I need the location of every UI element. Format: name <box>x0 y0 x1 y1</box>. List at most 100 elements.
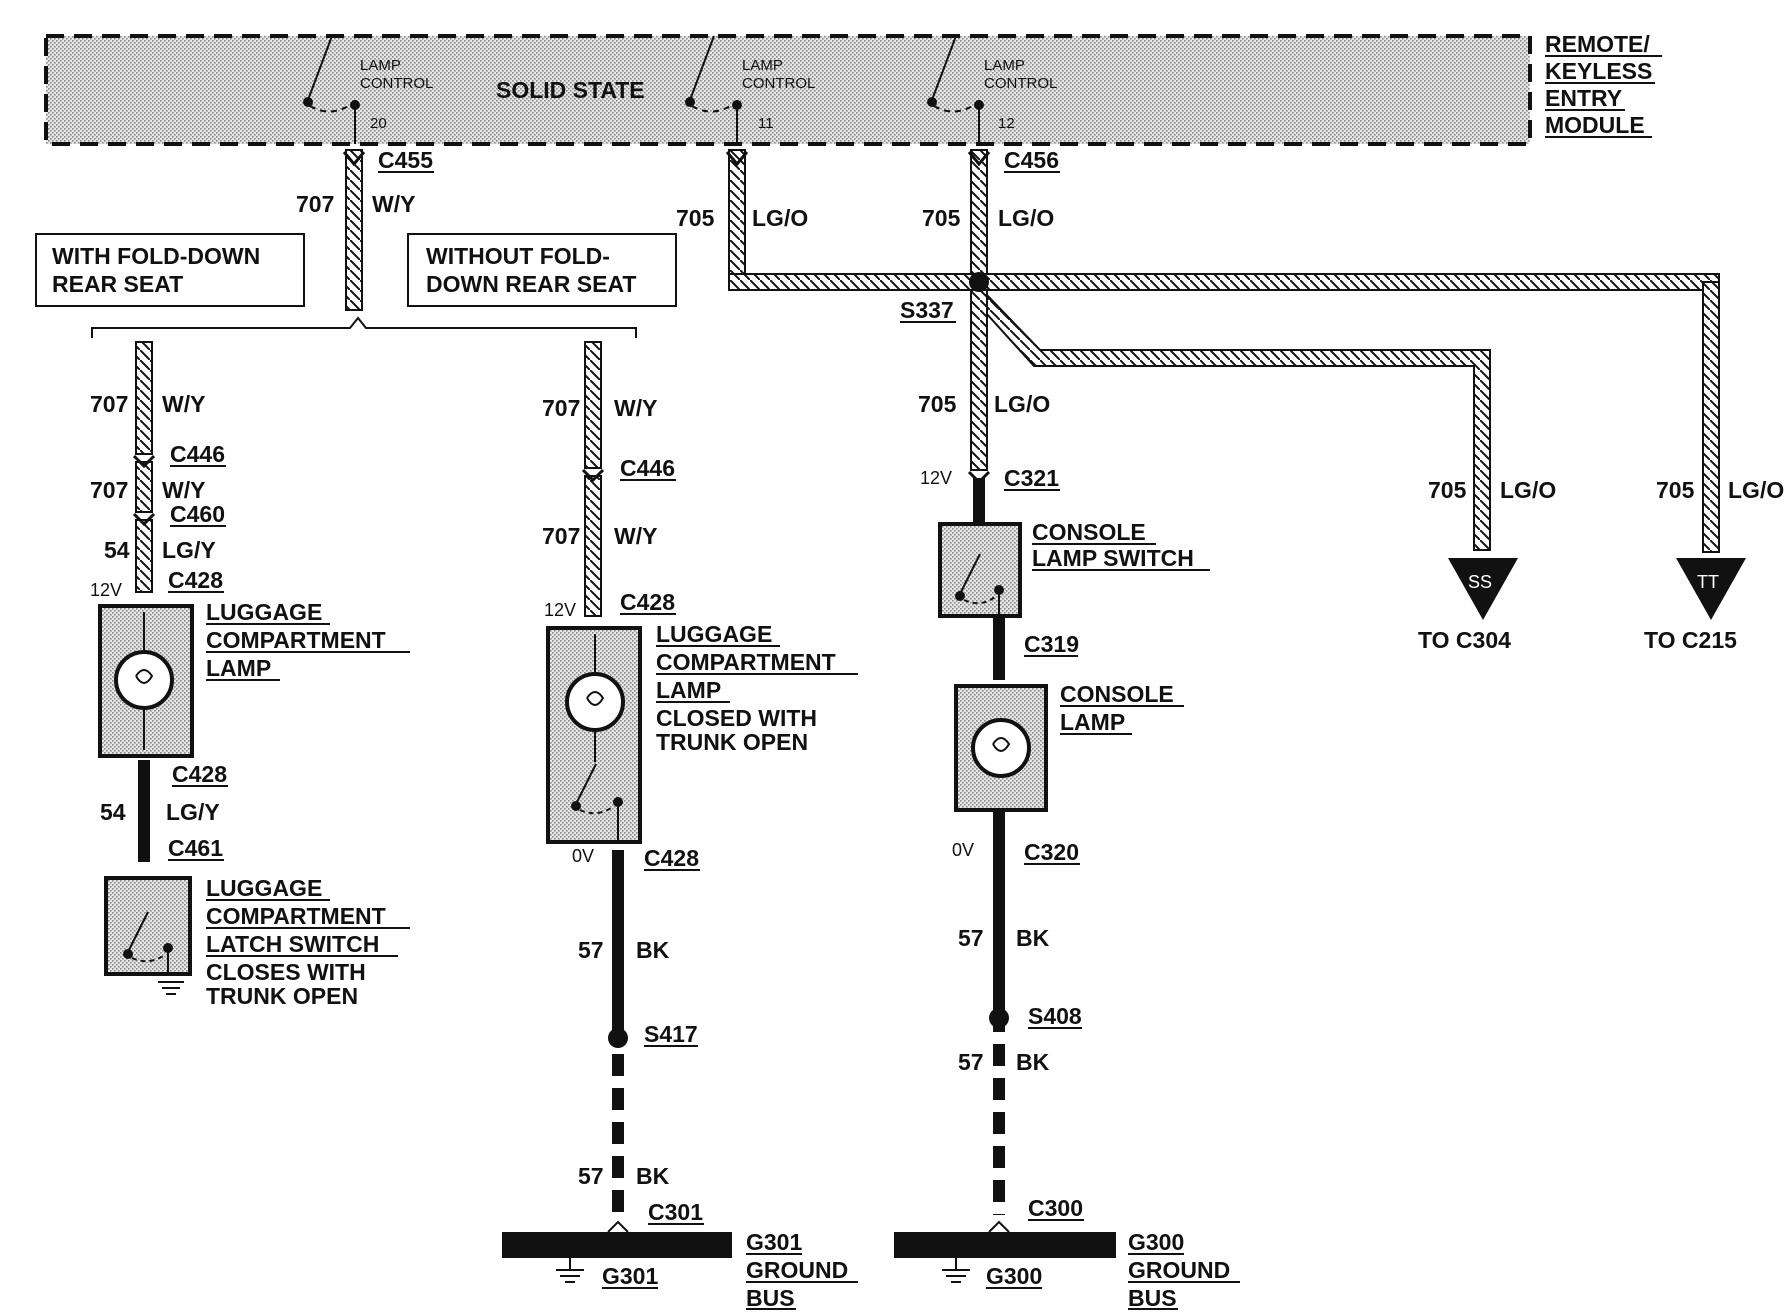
offpage-ss-letter: SS <box>1468 572 1492 592</box>
module-name-line: ENTRY <box>1545 85 1622 111</box>
connector-c428: C428 <box>644 845 699 871</box>
color-wy: W/Y <box>162 477 205 503</box>
connector-c428: C428 <box>168 567 223 593</box>
component-label: CONSOLE <box>1032 519 1146 545</box>
connector-c320: C320 <box>1024 839 1079 865</box>
with-fold-down-note: WITH FOLD-DOWN REAR SEAT <box>35 233 305 307</box>
offpage-tt: TT TO C215 <box>1644 558 1746 653</box>
circuit-707: 707 <box>90 391 128 417</box>
lamp-label: LAMP <box>742 57 783 74</box>
offpage-ss: SS TO C304 <box>1418 558 1518 653</box>
circuit-707: 707 <box>542 395 580 421</box>
color-bk: BK <box>1016 1049 1050 1075</box>
voltage-0v: 0V <box>572 846 594 866</box>
component-label: LAMP SWITCH <box>1032 545 1194 571</box>
solid-state-label: SOLID STATE <box>496 77 645 103</box>
voltage-0v: 0V <box>952 840 974 860</box>
circuit-705: 705 <box>1656 477 1695 503</box>
component-label: LAMP <box>656 677 721 703</box>
luggage-compartment-lamp-middle: LUGGAGE COMPARTMENT LAMP CLOSED WITH TRU… <box>546 621 858 844</box>
connector-c456: C456 <box>1004 147 1059 173</box>
labels: C455 707 W/Y 705 LG/O C456 705 LG/O WITH… <box>35 147 1784 1311</box>
connector-c461: C461 <box>168 835 223 861</box>
component-label: LATCH SWITCH <box>206 931 379 957</box>
ground-g300: G300 <box>986 1263 1042 1289</box>
circuit-707: 707 <box>542 523 580 549</box>
lamp-control-switch-11: LAMP CONTROL 11 <box>685 35 815 144</box>
luggage-compartment-lamp-left: LUGGAGE COMPARTMENT LAMP <box>98 599 410 758</box>
color-lgo: LG/O <box>1728 477 1784 503</box>
circuit-54: 54 <box>100 799 126 825</box>
component-note: CLOSED WITH <box>656 705 817 731</box>
ground-label: G300 <box>1128 1229 1184 1255</box>
pin-11: 11 <box>758 115 774 132</box>
circuit-57: 57 <box>958 925 984 951</box>
lamp-label: LAMP <box>984 57 1025 74</box>
color-bk: BK <box>636 1163 670 1189</box>
color-lgo: LG/O <box>752 205 808 231</box>
connector-c321: C321 <box>1004 465 1059 491</box>
ground-label: G301 <box>746 1229 802 1255</box>
connector-marks <box>132 151 991 527</box>
color-wy: W/Y <box>162 391 205 417</box>
splice-s337: S337 <box>900 297 954 323</box>
connector-c301: C301 <box>648 1199 703 1225</box>
color-lgo: LG/O <box>998 205 1054 231</box>
circuit-57: 57 <box>958 1049 984 1075</box>
ground-label: BUS <box>746 1285 795 1311</box>
splice-s408: S408 <box>1028 1003 1082 1029</box>
color-lgy: LG/Y <box>162 537 216 563</box>
without-fold-down-note: WITHOUT FOLD- DOWN REAR SEAT <box>407 233 677 307</box>
splice-s417: S417 <box>644 1021 698 1047</box>
offpage-tt-letter: TT <box>1697 572 1719 592</box>
voltage-12v: 12V <box>544 600 576 620</box>
component-label: CONSOLE <box>1060 681 1174 707</box>
connector-c300: C300 <box>1028 1195 1083 1221</box>
module-name-line: MODULE <box>1545 112 1645 138</box>
component-note: TRUNK OPEN <box>656 729 808 755</box>
component-label: LUGGAGE <box>206 599 322 625</box>
color-lgy: LG/Y <box>166 799 220 825</box>
component-label: LAMP <box>1060 709 1125 735</box>
ground-label: BUS <box>1128 1285 1177 1311</box>
module-name-line: REMOTE/ <box>1545 31 1650 57</box>
control-label: CONTROL <box>742 75 815 92</box>
control-label: CONTROL <box>984 75 1057 92</box>
lamp-label: LAMP <box>360 57 401 74</box>
pin-20: 20 <box>370 115 387 132</box>
connector-c428: C428 <box>620 589 675 615</box>
note-line: REAR SEAT <box>52 271 183 297</box>
component-label: COMPARTMENT <box>206 627 386 653</box>
lamp-control-switch-20: LAMP CONTROL 20 <box>303 35 433 144</box>
color-wy: W/Y <box>614 523 657 549</box>
console-lamp-switch: CONSOLE LAMP SWITCH <box>938 519 1210 618</box>
circuit-705: 705 <box>676 205 715 231</box>
circuit-705: 705 <box>1428 477 1467 503</box>
component-label: COMPARTMENT <box>656 649 836 675</box>
component-note: TRUNK OPEN <box>206 983 358 1009</box>
splice-s408-dot <box>989 1008 1009 1028</box>
connector-c446: C446 <box>620 455 675 481</box>
pin-12: 12 <box>998 115 1015 132</box>
component-label: LUGGAGE <box>206 875 322 901</box>
color-wy: W/Y <box>372 191 415 217</box>
circuit-57: 57 <box>578 937 604 963</box>
connector-c428: C428 <box>172 761 227 787</box>
color-wy: W/Y <box>614 395 657 421</box>
ground-label: GROUND <box>1128 1257 1230 1283</box>
circuit-57: 57 <box>578 1163 604 1189</box>
connector-c455: C455 <box>378 147 433 173</box>
component-note: CLOSES WITH <box>206 959 366 985</box>
lamp-control-switch-12: LAMP CONTROL 12 <box>927 35 1057 144</box>
color-lgo: LG/O <box>1500 477 1556 503</box>
color-bk: BK <box>1016 925 1050 951</box>
note-line: WITH FOLD-DOWN <box>52 243 260 269</box>
note-line: DOWN REAR SEAT <box>426 271 636 297</box>
circuit-705: 705 <box>922 205 961 231</box>
module-name-line: KEYLESS <box>1545 58 1652 84</box>
voltage-12v: 12V <box>90 580 122 600</box>
connector-c460: C460 <box>170 501 225 527</box>
color-bk: BK <box>636 937 670 963</box>
offpage-to-c215: TO C215 <box>1644 627 1737 653</box>
